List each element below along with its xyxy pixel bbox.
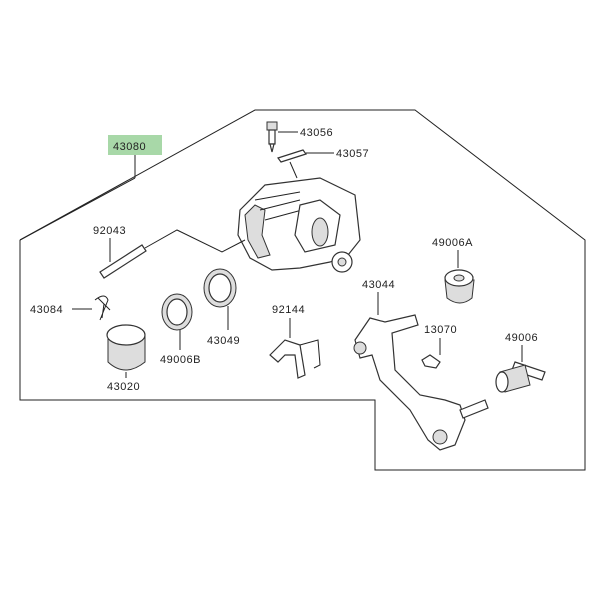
cap-part	[277, 149, 307, 163]
label-49006[interactable]: 49006	[505, 332, 538, 344]
assembly-label[interactable]: 43080	[113, 141, 146, 153]
pin-part	[99, 244, 147, 279]
label-49006B[interactable]: 49006B	[160, 354, 201, 366]
caliper-bracket-part	[353, 314, 489, 451]
label-43020[interactable]: 43020	[107, 381, 140, 393]
boot-part	[444, 269, 475, 304]
label-43084[interactable]: 43084	[30, 304, 63, 316]
assembly-outline	[19, 109, 586, 471]
label-13070[interactable]: 13070	[424, 324, 457, 336]
bleeder-valve-part	[266, 121, 278, 153]
label-43056[interactable]: 43056	[300, 127, 333, 139]
piston-part	[106, 324, 146, 371]
label-43044[interactable]: 43044	[362, 279, 395, 291]
label-43057[interactable]: 43057	[336, 148, 369, 160]
label-92043[interactable]: 92043	[93, 225, 126, 237]
guide-pin-boot-part	[495, 361, 546, 393]
caliper-body-part	[237, 177, 361, 273]
seal-part	[161, 293, 193, 331]
clip-part	[94, 295, 111, 321]
label-43049[interactable]: 43049	[207, 335, 240, 347]
label-49006A[interactable]: 49006A	[432, 237, 473, 249]
pad-spring-part	[269, 339, 306, 379]
label-92144[interactable]: 92144	[272, 304, 305, 316]
piston-seal-part	[203, 268, 237, 308]
assembly-label-highlight	[108, 135, 162, 155]
pad-clip-part	[421, 354, 441, 369]
